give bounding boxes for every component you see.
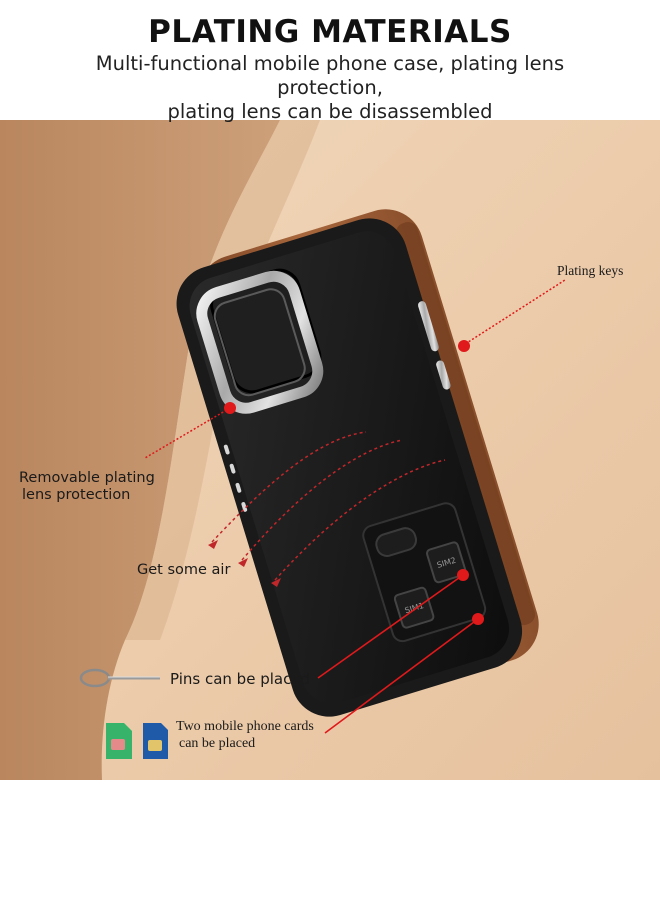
sim-card-blue-icon: [143, 723, 168, 759]
callout-removable-lens: Removable plating lens protection: [19, 470, 155, 504]
vent-holes: [223, 444, 248, 512]
sim1-slot: [393, 586, 435, 629]
callout-lines: [144, 279, 566, 459]
shadow-edge: [125, 120, 320, 640]
callout-get-air: Get some air: [137, 562, 231, 578]
subtitle-line-1: Multi-functional mobile phone case, plat…: [95, 52, 565, 99]
subtitle-line-2: plating lens can be disassembled: [167, 100, 493, 123]
callout-cards-line-1: Two mobile phone cards: [176, 719, 314, 734]
callout-cards: Two mobile phone cards can be placed: [176, 718, 314, 752]
callout-plating-keys: Plating keys: [557, 263, 624, 278]
airflow-arrowheads: [208, 540, 281, 587]
page-title: PLATING MATERIALS: [148, 14, 512, 50]
plating-key-lower: [436, 360, 451, 390]
airflow-arcs: [211, 431, 446, 581]
callout-lines-solid: [317, 574, 479, 734]
shadow-panel: [0, 120, 280, 780]
sim-eject-pin-icon: [79, 668, 160, 688]
plating-lens-ring: [196, 270, 324, 414]
callout-removable-line-1: Removable plating: [19, 470, 155, 486]
page-subtitle: Multi-functional mobile phone case, plat…: [40, 52, 620, 124]
callout-dots: [224, 340, 484, 625]
product-image: SIM2 SIM1: [0, 120, 660, 780]
plating-key-upper: [418, 301, 439, 352]
sim2-slot: [425, 541, 467, 584]
product-illustration: SIM2 SIM1: [0, 120, 660, 780]
phone-case: SIM2 SIM1: [176, 209, 539, 717]
callout-pins: Pins can be placed: [170, 670, 311, 688]
callout-cards-line-2: can be placed: [179, 736, 256, 751]
callout-removable-line-2: lens protection: [22, 487, 131, 503]
lens-ring-inner: [213, 288, 306, 397]
sim-card-green-icon: [106, 723, 132, 759]
pin-slot: [375, 527, 418, 557]
